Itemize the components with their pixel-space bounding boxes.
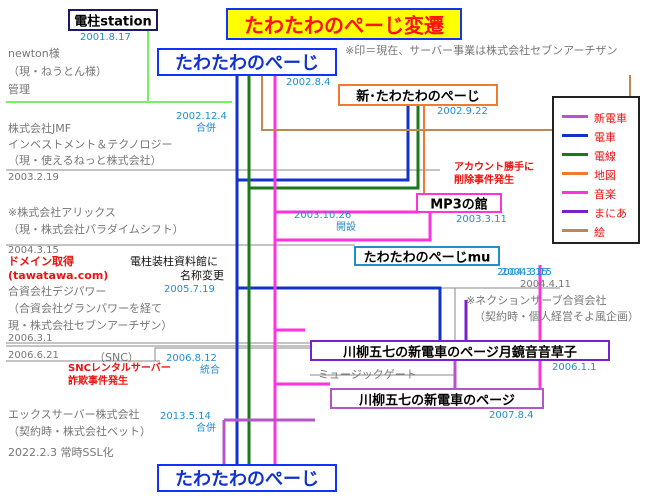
jmf-line-3: （現・使えるねっと株式会社）	[8, 154, 162, 167]
rename-date-2005: 2005.7.19	[164, 284, 215, 295]
densen-to-shin	[249, 106, 420, 190]
chizu-line	[423, 106, 440, 195]
newton-line-2: （現・ねうとん様）	[8, 65, 107, 78]
merge-date-2002: 2002.12.4	[176, 111, 227, 122]
depower-line-2: （合資会社グランパワーを経て	[8, 302, 162, 315]
mu-date-2004: 2004.3.15	[501, 267, 552, 278]
legend-box: 新電車電車電線地図音楽まにあ絵	[552, 96, 640, 244]
senryu-getsukyo-box: 川柳五七の新電車のページ月鏡音音草子	[310, 340, 610, 361]
depower-date: 2006.3.1	[8, 333, 53, 344]
densha-to-getsukyo	[237, 286, 442, 342]
depower-line-3: 現・株式会社セブンアーチザン）	[8, 319, 173, 332]
page-title: たわたわのぺーじ変遷	[244, 13, 444, 38]
snc-fraud-line-1: SNCレンタルサーバー	[68, 363, 171, 374]
mp3-date: 2003.3.11	[456, 214, 507, 225]
alice-line-1: ※株式会社アリックス	[8, 206, 116, 219]
legend-swatch	[562, 134, 588, 137]
server-company-lines	[6, 169, 560, 376]
depower-line-1: 合資会社デジパワー	[8, 285, 107, 298]
legend-label: 電車	[594, 131, 616, 144]
domain-name: (tawatawa.com)	[8, 269, 109, 282]
legend-swatch	[562, 153, 588, 156]
denchu-station-label: 電柱station	[74, 14, 152, 30]
legend-swatch	[562, 210, 588, 213]
mp3-label: MP3の館	[430, 197, 488, 213]
merge-date-2013: 2013.5.14	[160, 411, 211, 422]
integration-label-2006: 統合	[200, 365, 220, 376]
nection-line-1: ※ネクションサーブ合資会社	[466, 294, 607, 307]
legend-label: 新電車	[594, 112, 627, 125]
xserver-line-2: （契約時・株式会社ベット）	[8, 425, 151, 438]
tawatawa-top-box: たわたわのぺーじ	[157, 48, 337, 76]
open-label-2003: 開設	[336, 222, 356, 233]
tawatawa-mu-label: たわたわのぺーじmu	[363, 250, 491, 266]
tawatawa-top-label: たわたわのぺーじ	[175, 53, 319, 74]
tawatawa-mu-date: 2004.3.15	[497, 267, 548, 278]
senryu-getsukyo-label: 川柳五七の新電車のページ月鏡音音草子	[343, 345, 577, 360]
snc-date: 2006.6.21	[8, 350, 59, 361]
senryu-shin-box: 川柳五七の新電車のページ	[330, 388, 544, 409]
snc-label: （SNC）	[94, 351, 139, 364]
legend-swatch	[562, 191, 588, 194]
merge-label-2002: 合併	[196, 123, 216, 134]
alice-line-2: （現・株式会社パラダイムシフト）	[8, 223, 184, 236]
densen-lines	[247, 75, 420, 466]
denchu-shiryo-line-2: 名称変更	[180, 269, 224, 282]
denchu-station-box: 電柱station	[68, 9, 158, 31]
newton-line-3: 管理	[8, 83, 30, 96]
nection-date-2004: 2004.4.11	[520, 279, 571, 290]
denchu-shiryo-line-1: 電柱装柱資料館に	[130, 255, 218, 268]
senryu-shin-label: 川柳五七の新電車のページ	[359, 393, 515, 408]
domain-label: ドメイン取得	[8, 255, 74, 268]
legend-label: まにあ	[594, 207, 627, 220]
legend-label: 音楽	[594, 188, 616, 201]
server-note: ※印＝現在、サーバー事業は株式会社セブンアーチザン	[345, 44, 618, 57]
integration-date-2006: 2006.8.12	[166, 353, 217, 364]
legend-label: 絵	[594, 226, 605, 239]
senryu-getsukyo-date: 2006.1.1	[552, 362, 597, 373]
snc-connector	[154, 347, 310, 361]
legend-label: 地図	[594, 169, 616, 182]
jmf-date: 2003.2.19	[8, 172, 59, 183]
tawatawa-bottom-box: たわたわのぺーじ	[157, 464, 337, 492]
account-deletion-line-1: アカウント勝手に	[454, 162, 534, 173]
jmf-line-2: インベストメント＆テクノロジー	[8, 138, 173, 151]
legend-swatch	[562, 115, 588, 118]
snc-fraud-line-2: 詐欺事件発生	[68, 376, 128, 387]
shin-tawatawa-date: 2002.9.22	[437, 106, 488, 117]
music-gate-label: ミュージックゲート	[318, 368, 417, 381]
tawatawa-mu-box: たわたわのぺーじmu	[354, 246, 500, 266]
tawatawa-bottom-label: たわたわのぺーじ	[175, 469, 319, 490]
legend-swatch	[562, 229, 588, 232]
nection-connector	[310, 288, 456, 376]
legend-label: 電線	[594, 150, 616, 163]
shin-tawatawa-box: 新･たわたわのぺーじ	[338, 84, 498, 106]
account-deletion-line-2: 削除事件発生	[454, 175, 514, 186]
open-date-2003: 2003.10.26	[294, 210, 352, 221]
nection-line-2: （契約時・個人経営そよ風企画）	[474, 310, 639, 323]
merge-label-2013: 合併	[196, 423, 216, 434]
page-title-box: たわたわのぺーじ変遷	[226, 8, 462, 40]
tawatawa-top-date: 2002.8.4	[286, 77, 331, 88]
senryu-shin-date: 2007.8.4	[489, 410, 534, 421]
legend-swatch	[562, 172, 588, 175]
ongaku-lines	[273, 75, 542, 466]
shin-tawatawa-label: 新･たわたわのぺーじ	[356, 89, 480, 105]
alice-date: 2004.3.15	[8, 245, 59, 256]
mp3-box: MP3の館	[416, 193, 502, 213]
newton-line-1: newton様	[8, 47, 60, 60]
ongaku-to-mp3	[275, 212, 432, 242]
denchu-station-date: 2001.8.17	[80, 32, 131, 43]
ssl-note: 2022.2.3 常時SSL化	[8, 446, 114, 459]
jmf-line-1: 株式会社JMF	[8, 122, 72, 135]
xserver-line-1: エックスサーバー株式会社	[8, 408, 140, 421]
